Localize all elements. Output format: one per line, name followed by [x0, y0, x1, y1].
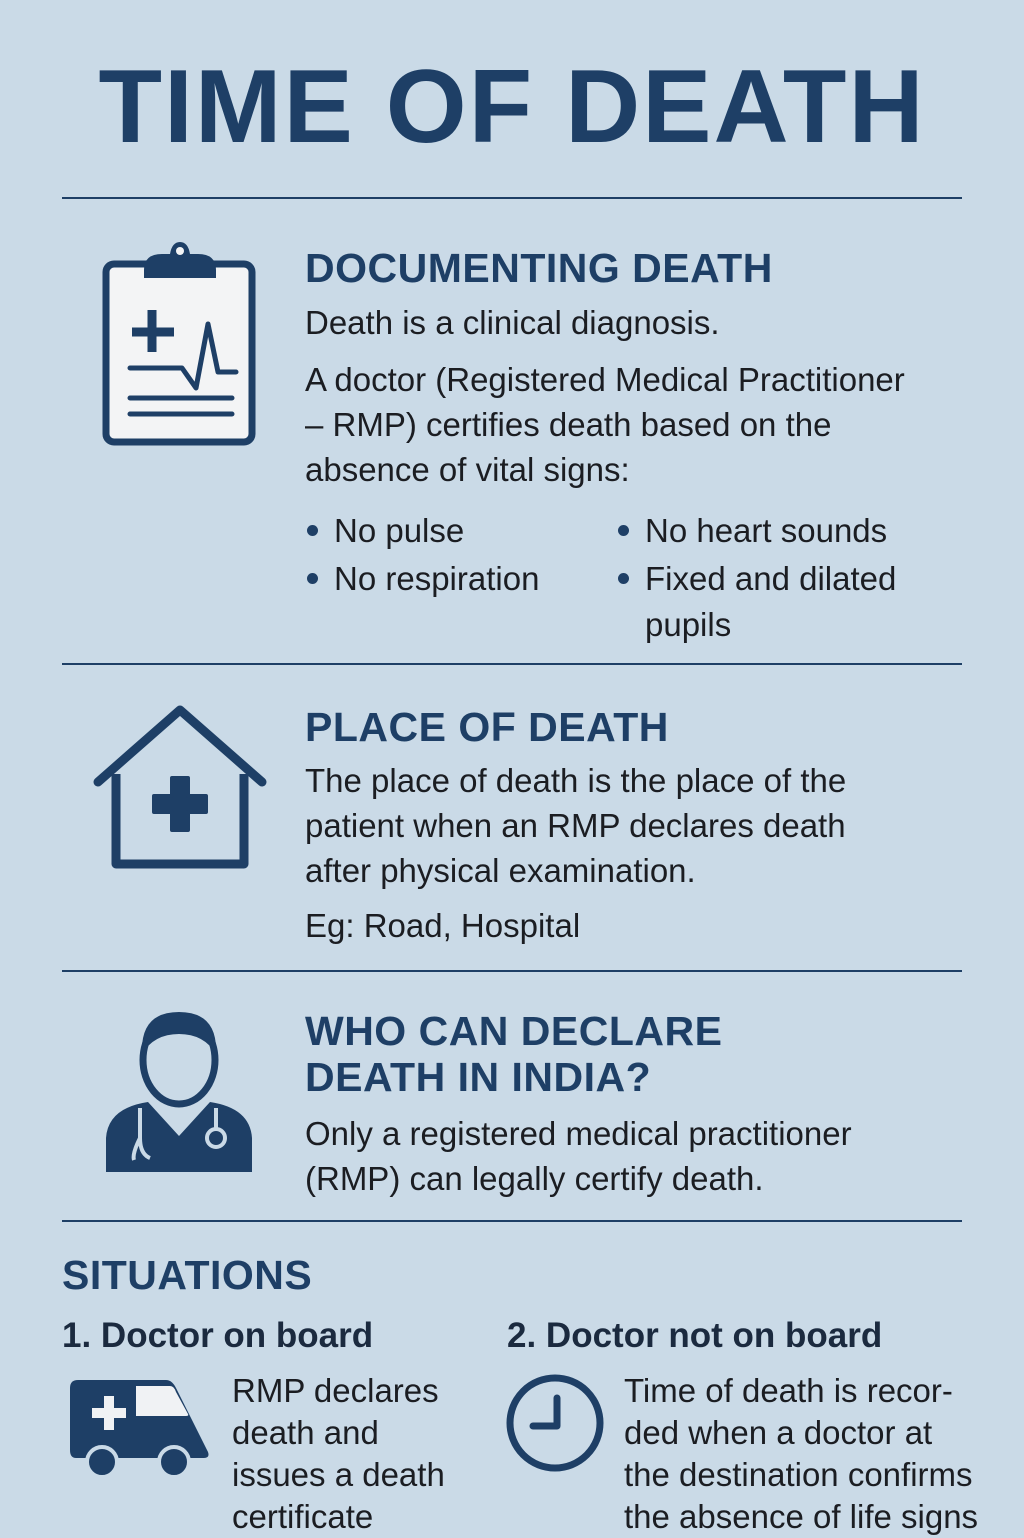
section-text: Death is a clinical diagnosis. [305, 304, 720, 341]
section-text: The place of death is the place of the p… [305, 758, 846, 893]
divider [62, 970, 962, 972]
list-item: Fixed and dilated [618, 555, 896, 603]
text-line: A doctor (Registered Medical Practitione… [305, 361, 905, 398]
section-heading: SITUATIONS [62, 1252, 313, 1298]
section-heading: DOCUMENTING DEATH [305, 245, 773, 291]
text-line: the absence of life signs [624, 1498, 979, 1535]
text-line: ded when a doctor at [624, 1414, 933, 1451]
section-heading: WHO CAN DECLARE DEATH IN INDIA? [305, 1008, 722, 1100]
situation-title: 2. Doctor not on board [507, 1316, 883, 1355]
text-line: the destination confirms [624, 1456, 973, 1493]
clipboard-medical-icon [102, 242, 256, 446]
text-line: issues a death [232, 1456, 445, 1493]
text-line: – RMP) certifies death based on the [305, 406, 832, 443]
page-title: TIME OF DEATH [98, 49, 926, 165]
section-text: Only a registered medical practitioner (… [305, 1111, 852, 1201]
heading-line: WHO CAN DECLARE [305, 1008, 723, 1054]
text-line: The place of death is the place of the [305, 762, 847, 799]
list-item: No heart sounds [618, 507, 896, 555]
section-heading: PLACE OF DEATH [305, 704, 669, 750]
divider [62, 663, 962, 665]
situation-text: RMP declares death and issues a death ce… [232, 1370, 445, 1538]
section-text: A doctor (Registered Medical Practitione… [305, 357, 905, 492]
doctor-icon [106, 1012, 252, 1172]
text-line: Time of death is recor- [624, 1372, 953, 1409]
text-line: after physical examination. [305, 852, 696, 889]
example-text: Eg: Road, Hospital [305, 907, 581, 944]
list-item: No respiration [307, 555, 539, 603]
divider [62, 197, 962, 199]
clock-icon [506, 1374, 604, 1472]
text-line: patient when an RMP declares death [305, 807, 846, 844]
text-line: absence of vital signs: [305, 451, 630, 488]
situation-text: Time of death is recor- ded when a docto… [624, 1370, 978, 1538]
bullet-list: No heart sounds Fixed and dilated pupils [618, 507, 896, 649]
text-line: Only a registered medical practitioner [305, 1115, 852, 1152]
house-medical-icon [93, 705, 267, 869]
text-line: certificate [232, 1498, 374, 1535]
situation-title: 1. Doctor on board [62, 1316, 374, 1355]
ambulance-icon [70, 1380, 209, 1478]
heading-line: DEATH IN INDIA? [305, 1054, 652, 1100]
divider [62, 1220, 962, 1222]
text-line: (RMP) can legally certify death. [305, 1160, 764, 1197]
text-line: death and [232, 1414, 379, 1451]
bullet-list: No pulse No respiration [307, 507, 539, 603]
list-item: No pulse [307, 507, 539, 555]
text-line: RMP declares [232, 1372, 439, 1409]
list-item-continuation: pupils [645, 606, 732, 643]
